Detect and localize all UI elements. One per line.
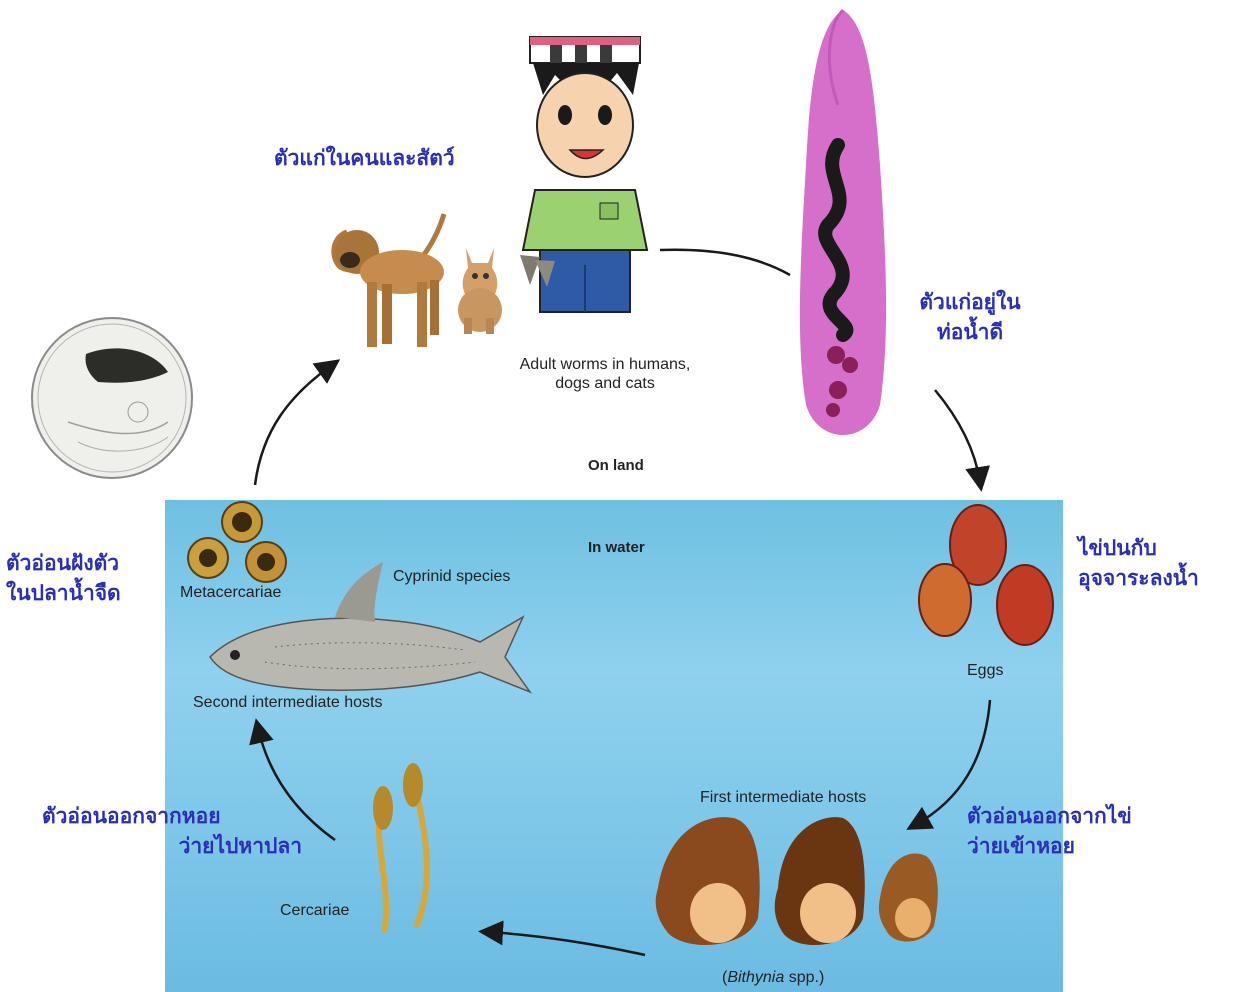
thai-caption-hatch-into-snail-line2: ว่ายเข้าหอย: [967, 831, 1132, 861]
thai-caption-encyst-in-fish-line2: ในปลาน้ำจืด: [6, 578, 121, 608]
metacercaria-micrograph: [28, 312, 198, 482]
adult-worms-label-line2: dogs and cats: [490, 374, 720, 393]
cyprinid-species-label: Cyprinid species: [393, 567, 510, 586]
thai-caption-hatch-into-snail: ตัวอ่อนออกจากไข่ ว่ายเข้าหอย: [967, 801, 1132, 861]
cat-illustration: [448, 238, 518, 338]
cercariae-label: Cercariae: [280, 901, 349, 920]
arrow-fish-to-hosts: [255, 365, 332, 485]
in-water-label: In water: [588, 538, 645, 557]
thai-caption-encyst-in-fish-line1: ตัวอ่อนฝังตัว: [6, 548, 121, 578]
thai-caption-adult-in-bile-duct: ตัวแก่อยู่ใน ท่อน้ำดี: [895, 287, 1045, 347]
thai-caption-leave-snail-to-fish-line2: ว่ายไปหาปลา: [42, 831, 302, 861]
arrow-human-to-worm: [660, 250, 790, 275]
thai-caption-eggs-with-feces-line2: อุจจาระลงน้ำ: [1078, 563, 1199, 593]
eggs-label: Eggs: [967, 661, 1003, 680]
first-intermediate-hosts-label: First intermediate hosts: [700, 788, 866, 807]
thai-caption-adults-in-hosts: ตัวแก่ในคนและสัตว์: [274, 143, 455, 173]
arrow-worm-to-eggs: [935, 390, 980, 482]
thai-caption-hatch-into-snail-line1: ตัวอ่อนออกจากไข่: [967, 801, 1132, 831]
bithynia-genus: Bithynia: [727, 969, 784, 986]
cercariae-illustration: [355, 760, 455, 940]
metacercariae-illustration: [180, 500, 290, 595]
thai-caption-adult-in-bile-duct-line1: ตัวแก่อยู่ใน: [895, 287, 1045, 317]
adult-worm-illustration: [788, 5, 898, 445]
cartoon-man-illustration: [515, 15, 665, 325]
thai-caption-leave-snail-to-fish: ตัวอ่อนออกจากหอย ว่ายไปหาปลา: [42, 801, 302, 861]
thai-caption-leave-snail-to-fish-line1: ตัวอ่อนออกจากหอย: [42, 801, 302, 831]
adult-worms-label-line1: Adult worms in humans,: [490, 355, 720, 374]
thai-caption-eggs-with-feces: ไข่ปนกับ อุจจาระลงน้ำ: [1078, 533, 1199, 593]
adult-worms-label: Adult worms in humans, dogs and cats: [490, 355, 720, 393]
second-intermediate-hosts-label: Second intermediate hosts: [193, 693, 382, 712]
bithynia-label: (Bithynia spp.): [722, 968, 824, 987]
dog-illustration: [322, 212, 452, 362]
on-land-label: On land: [588, 456, 644, 475]
snails-illustration: [648, 808, 958, 958]
bithynia-close: spp.): [784, 969, 824, 986]
thai-caption-adult-in-bile-duct-line2: ท่อน้ำดี: [895, 317, 1045, 347]
eggs-illustration: [910, 500, 1070, 660]
metacercariae-label: Metacercariae: [180, 583, 281, 602]
arrow-snail-to-cercariae: [488, 932, 645, 955]
thai-caption-encyst-in-fish: ตัวอ่อนฝังตัว ในปลาน้ำจืด: [6, 548, 121, 608]
thai-caption-eggs-with-feces-line1: ไข่ปนกับ: [1078, 533, 1199, 563]
